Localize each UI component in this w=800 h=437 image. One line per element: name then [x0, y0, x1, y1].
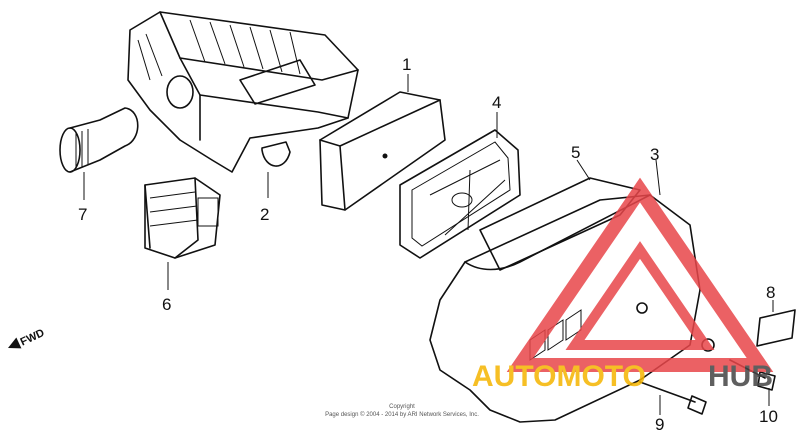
watermark-triangle-icon: [506, 177, 774, 372]
caution-label: [756, 300, 796, 347]
air-cleaner-case: [127, 11, 359, 198]
fwd-arrow: FWD: [8, 327, 47, 348]
watermark-text-automoto: AUTOMOTO: [472, 360, 646, 393]
automotohub-watermark: AUTOMOTO HUB: [472, 177, 774, 393]
callout-labels: 1 2 3 4 5 6 7 8 9 10: [78, 55, 778, 434]
callout-8: 8: [766, 283, 775, 302]
callout-1: 1: [402, 55, 411, 74]
copyright-line-2: Page design © 2004 - 2014 by ARI Network…: [325, 411, 479, 418]
air-cleaner-element: [319, 74, 446, 211]
element-holder: [399, 112, 521, 259]
callout-9: 9: [655, 415, 664, 434]
fwd-label: FWD: [19, 327, 47, 348]
copyright-line-1: Copyright: [389, 404, 415, 410]
copyright-notice: Copyright Page design © 2004 - 2014 by A…: [325, 404, 479, 418]
joint-block: [144, 177, 221, 290]
callout-6: 6: [162, 295, 171, 314]
callout-2: 2: [260, 205, 269, 224]
callout-10: 10: [759, 407, 778, 426]
callout-7: 7: [78, 205, 87, 224]
callout-3: 3: [650, 145, 659, 164]
watermark-text-hub: HUB: [708, 360, 773, 393]
bolt: [639, 381, 707, 415]
callout-4: 4: [492, 93, 501, 112]
intake-tube: [59, 107, 139, 200]
callout-5: 5: [571, 143, 580, 162]
